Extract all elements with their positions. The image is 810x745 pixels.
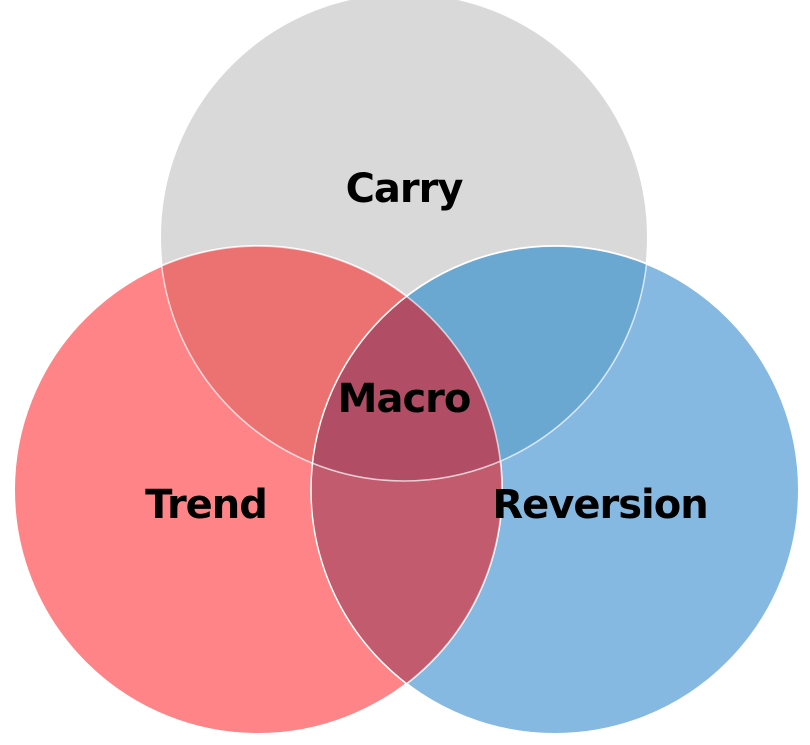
label-trend: Trend <box>145 482 267 528</box>
label-center-macro: Macro <box>338 376 471 422</box>
outline-reversion <box>310 245 800 735</box>
overlap-carry-trend <box>160 246 502 481</box>
outline-trend <box>13 245 503 735</box>
label-carry: Carry <box>346 166 464 212</box>
overlap-carry-reversion <box>311 246 648 481</box>
label-reversion: Reversion <box>492 482 707 528</box>
outline-carry <box>159 0 649 482</box>
